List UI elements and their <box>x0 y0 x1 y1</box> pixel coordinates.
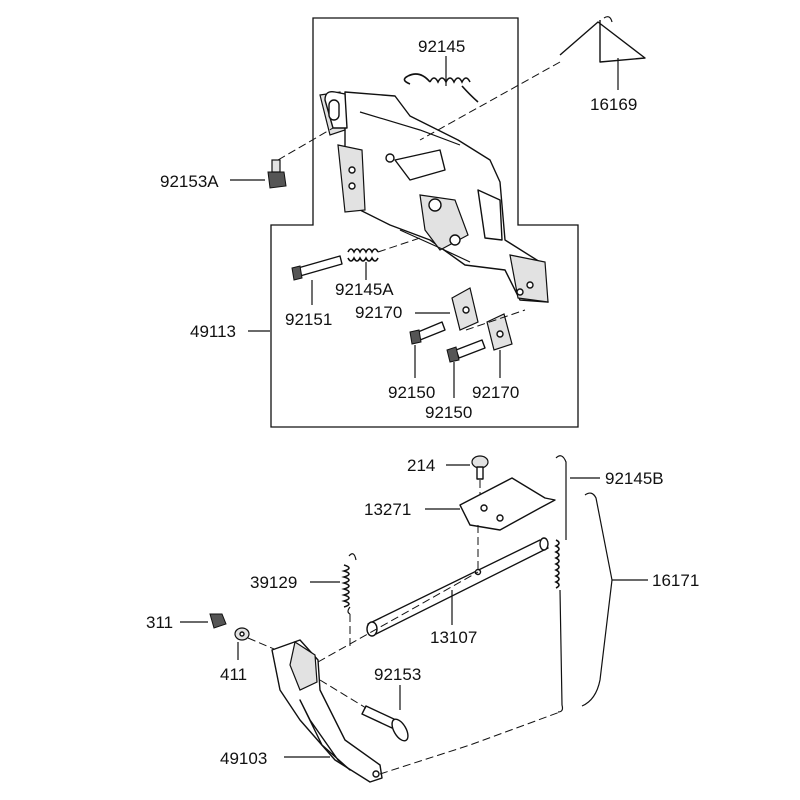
label-92153A: 92153A <box>160 172 219 191</box>
screw-92151 <box>291 255 343 281</box>
nut-311 <box>209 613 227 629</box>
control-bracket-49113 <box>319 90 549 303</box>
label-92150-bottom: 92150 <box>425 403 472 422</box>
label-92150-left: 92150 <box>388 383 435 402</box>
label-16169: 16169 <box>590 95 637 114</box>
washer-411 <box>234 627 250 641</box>
label-92170-upper: 92170 <box>355 303 402 322</box>
bolt-92153A <box>267 159 287 189</box>
label-214: 214 <box>407 456 435 475</box>
plate-13271 <box>459 477 556 531</box>
label-13271: 13271 <box>364 500 411 519</box>
label-92151: 92151 <box>285 310 332 329</box>
spring-92145 <box>403 73 479 103</box>
lever-49103 <box>271 639 383 783</box>
label-92145A: 92145A <box>335 280 394 299</box>
label-39129: 39129 <box>250 573 297 592</box>
label-13107: 13107 <box>430 628 477 647</box>
screw-92150-b <box>446 339 486 363</box>
label-411: 411 <box>220 665 247 684</box>
assembly-boundary-49113 <box>270 17 579 428</box>
rod-16169 <box>559 16 646 63</box>
spring-92145A <box>347 248 379 262</box>
clip-92170-upper <box>451 287 479 331</box>
label-16171: 16171 <box>652 571 699 590</box>
rod-16171 <box>581 492 613 707</box>
clip-92170-lower <box>486 313 513 351</box>
label-92145: 92145 <box>418 37 465 56</box>
screw-92150-a <box>409 321 446 345</box>
rod-92145B <box>554 455 567 713</box>
screw-214 <box>471 455 489 480</box>
spring-39129 <box>341 553 357 615</box>
label-92145B: 92145B <box>605 469 664 488</box>
label-92170-lower: 92170 <box>472 383 519 402</box>
shaft-13107 <box>366 537 549 637</box>
label-49103: 49103 <box>220 749 267 768</box>
label-92153: 92153 <box>374 665 421 684</box>
label-49113: 49113 <box>190 322 236 341</box>
pin-92153 <box>361 705 409 742</box>
label-311: 311 <box>146 613 173 632</box>
